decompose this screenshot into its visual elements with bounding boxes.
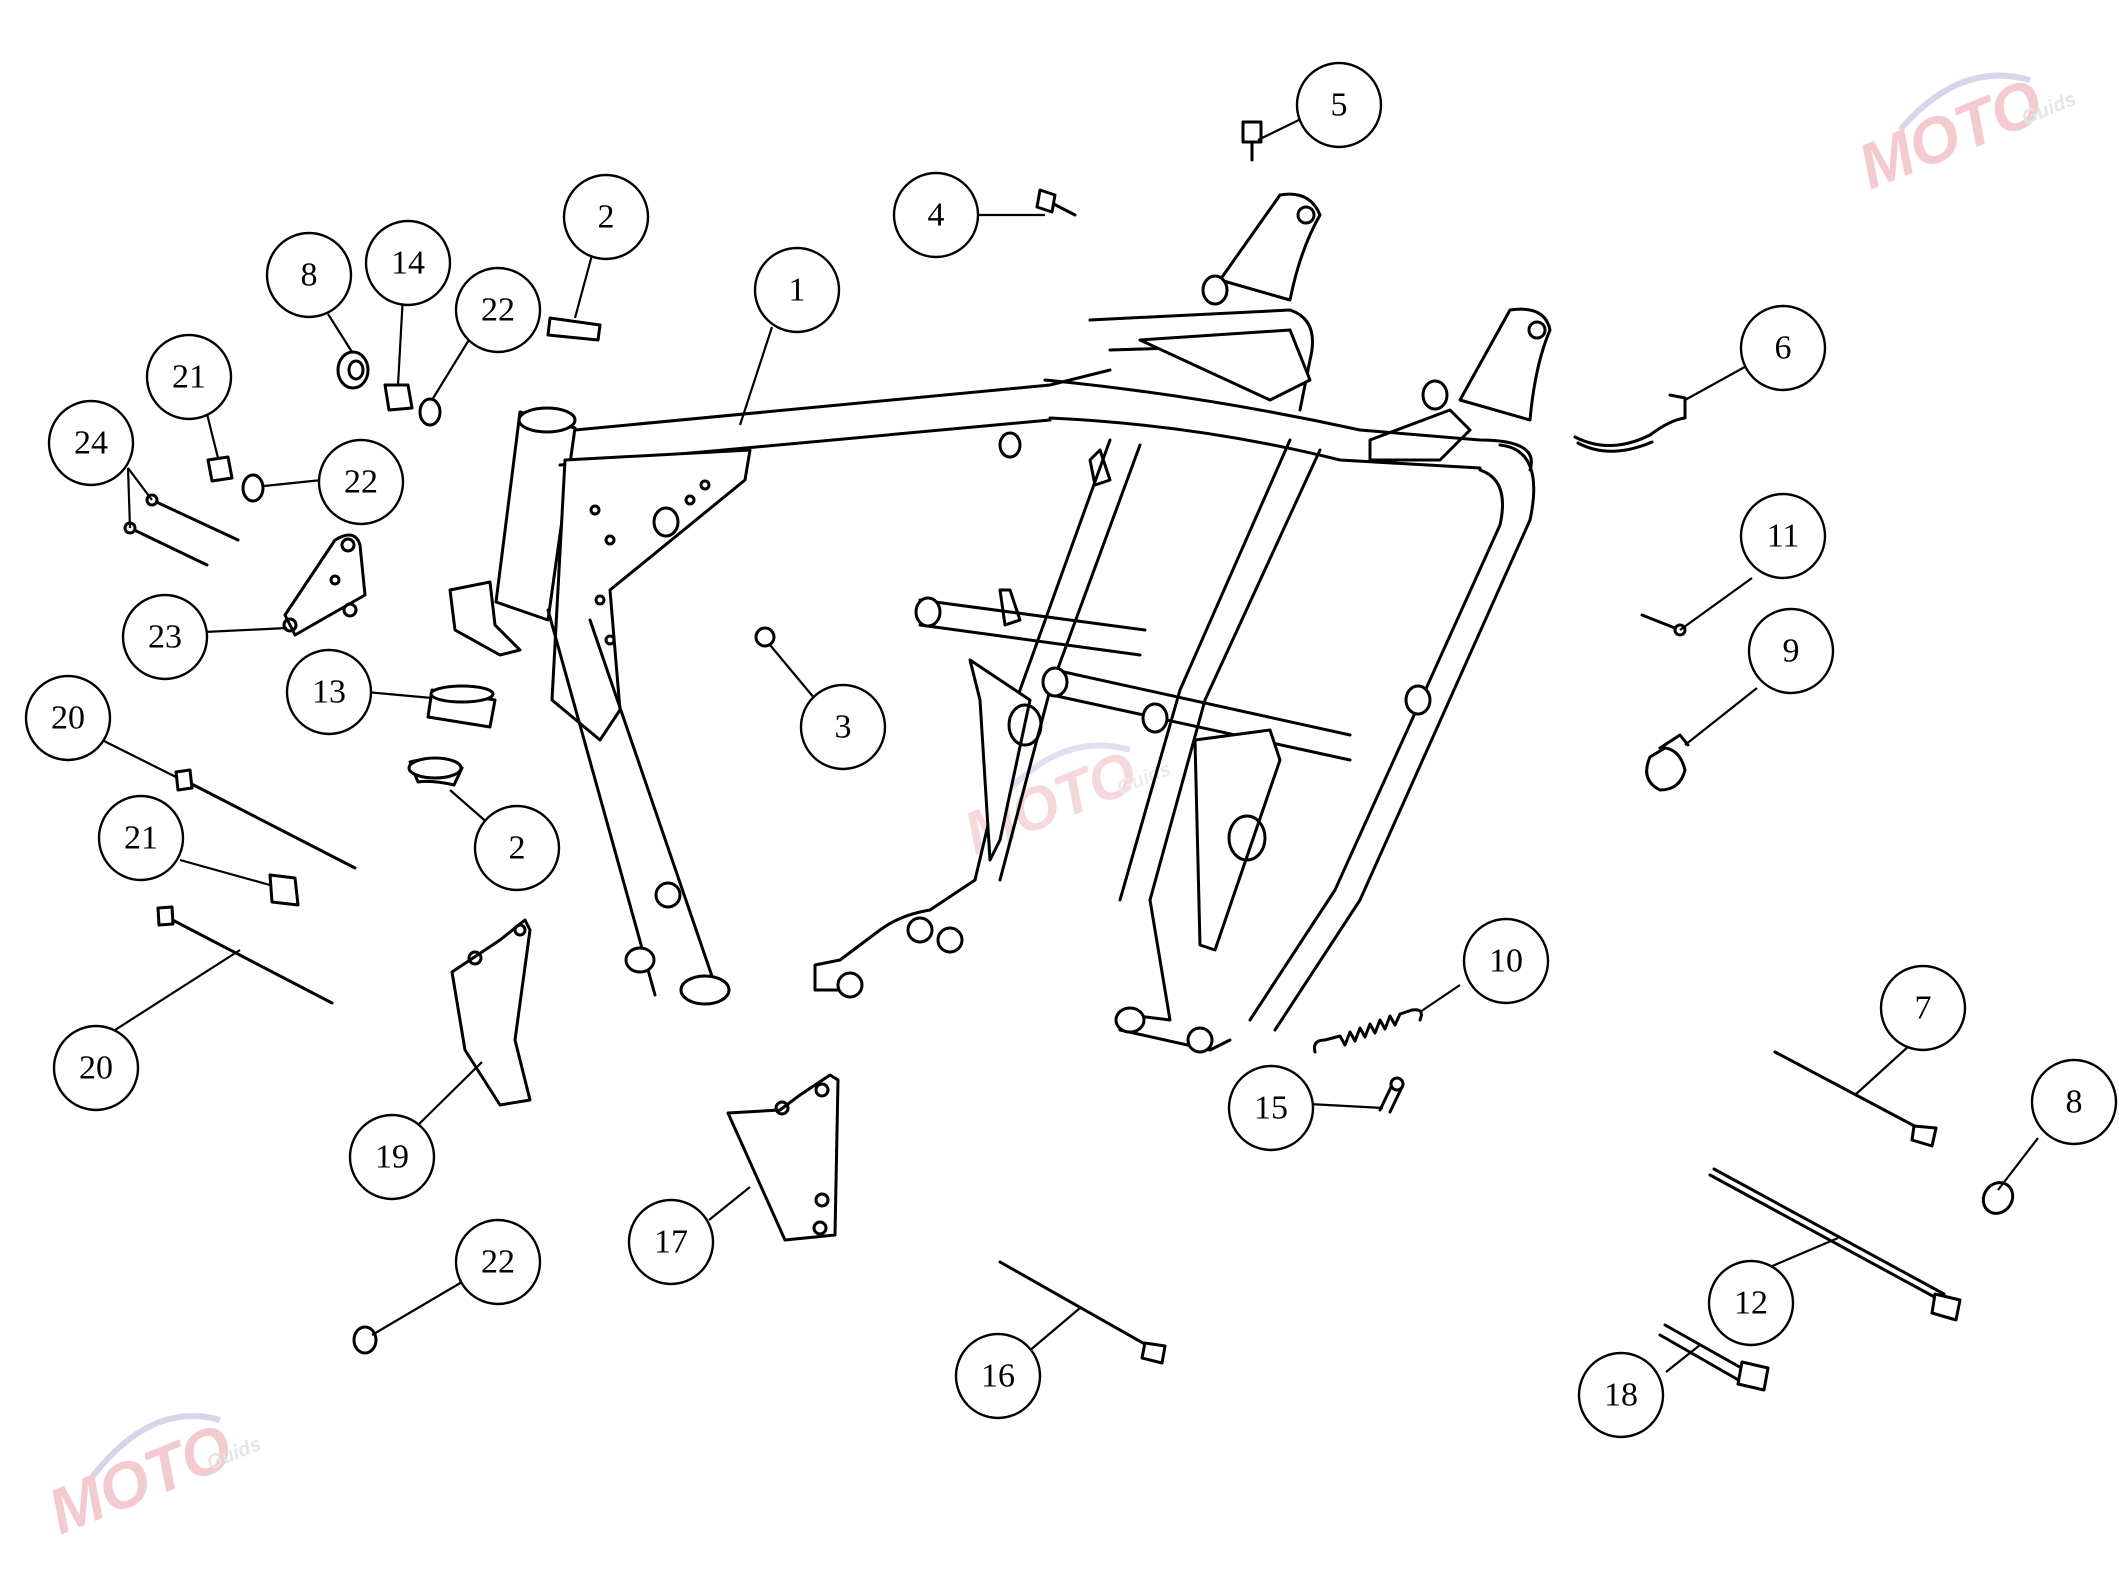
part-22-washer-c [352, 1325, 378, 1355]
svg-text:11: 11 [1767, 518, 1800, 555]
callout-1: 1 [753, 246, 841, 334]
svg-text:1: 1 [789, 272, 806, 309]
callout-2-bottom: 2 [473, 804, 561, 892]
part-15-pin [1378, 1076, 1405, 1114]
callout-20-lower: 20 [52, 1024, 140, 1112]
svg-text:7: 7 [1915, 990, 1932, 1027]
part-17-bracket [726, 1073, 840, 1242]
svg-text:22: 22 [344, 464, 378, 501]
part-12-long-bolt [1708, 1167, 1962, 1322]
part-8-washer-right [1981, 1181, 2015, 1215]
svg-text:23: 23 [148, 619, 182, 656]
part-5-bolt [1241, 120, 1263, 162]
part-6-cable [1573, 393, 1687, 453]
callout-19: 19 [348, 1113, 436, 1201]
callout-3: 3 [799, 683, 887, 771]
callout-23: 23 [121, 593, 209, 681]
main-frame [448, 192, 1552, 1054]
svg-text:14: 14 [391, 245, 425, 282]
svg-text:15: 15 [1254, 1090, 1288, 1127]
callout-22-b: 22 [317, 438, 405, 526]
part-21-spacer-upper [206, 455, 234, 483]
part-3-nut [754, 626, 776, 648]
callout-21-lower: 21 [97, 794, 185, 882]
svg-text:24: 24 [74, 425, 108, 462]
part-14-spacer [383, 383, 414, 412]
svg-text:2: 2 [598, 199, 615, 236]
svg-text:5: 5 [1331, 87, 1348, 124]
svg-text:6: 6 [1775, 330, 1792, 367]
part-20-bolt-lower [156, 905, 334, 1005]
part-11-screw [1640, 613, 1687, 637]
svg-text:3: 3 [835, 709, 852, 746]
callout-24: 24 [47, 399, 135, 487]
callout-10: 10 [1462, 917, 1550, 1005]
callout-7: 7 [1879, 964, 1967, 1052]
callout-8-right: 8 [2030, 1058, 2118, 1146]
part-2-top-bushing [546, 316, 602, 342]
part-23-plate [282, 533, 367, 637]
part-8-washer-left [336, 350, 370, 390]
callout-15: 15 [1227, 1064, 1315, 1152]
svg-text:12: 12 [1734, 1285, 1768, 1322]
callout-22-a: 22 [454, 266, 542, 354]
callout-20-upper: 20 [24, 674, 112, 762]
callout-5: 5 [1295, 61, 1383, 149]
part-22-washer-a [418, 397, 442, 427]
svg-text:10: 10 [1489, 943, 1523, 980]
svg-text:8: 8 [2066, 1084, 2083, 1121]
callout-2-top: 2 [562, 173, 650, 261]
callout-12: 12 [1707, 1259, 1795, 1347]
svg-text:13: 13 [312, 674, 346, 711]
svg-text:22: 22 [481, 1244, 515, 1281]
part-24-bolts [123, 493, 240, 567]
callout-8-left: 8 [265, 231, 353, 319]
part-4-bolt [1035, 188, 1077, 217]
callout-16: 16 [954, 1332, 1042, 1420]
part-7-long-bolt [1773, 1050, 1938, 1148]
svg-text:21: 21 [124, 820, 158, 857]
part-9-clamp [1645, 733, 1690, 792]
callout-9: 9 [1747, 607, 1835, 695]
svg-text:16: 16 [981, 1358, 1015, 1395]
svg-text:22: 22 [481, 292, 515, 329]
watermark-logo-bottom-left: MOTO Guids [38, 1410, 264, 1548]
callout-6: 6 [1739, 304, 1827, 392]
part-16-bolt [998, 1260, 1167, 1365]
svg-text:17: 17 [654, 1224, 688, 1261]
part-22-washer-b [241, 473, 265, 503]
callout-14: 14 [364, 219, 452, 307]
svg-text:4: 4 [928, 197, 945, 234]
callout-21-upper: 21 [145, 333, 233, 421]
svg-text:20: 20 [79, 1050, 113, 1087]
callout-18: 18 [1577, 1351, 1665, 1439]
svg-text:21: 21 [172, 359, 206, 396]
part-10-spring [1313, 1008, 1423, 1054]
svg-text:20: 20 [51, 700, 85, 737]
callout-11: 11 [1739, 492, 1827, 580]
leader-lines [97, 116, 2039, 1373]
svg-text:8: 8 [301, 257, 318, 294]
svg-text:18: 18 [1604, 1377, 1638, 1414]
part-2-bottom-bushing [407, 756, 464, 787]
watermark-logo-top-right: MOTO Guids [1848, 65, 2079, 203]
part-20-bolt-upper [174, 768, 357, 870]
part-21-spacer-lower [268, 873, 300, 907]
callout-17: 17 [627, 1198, 715, 1286]
part-19-bracket [450, 918, 532, 1107]
svg-text:19: 19 [375, 1139, 409, 1176]
svg-text:2: 2 [509, 830, 526, 867]
part-18-bolt [1658, 1323, 1770, 1392]
callout-13: 13 [285, 648, 373, 736]
callout-4: 4 [892, 171, 980, 259]
callout-22-c: 22 [454, 1218, 542, 1306]
part-13-spacer [426, 684, 497, 729]
svg-text:9: 9 [1783, 633, 1800, 670]
